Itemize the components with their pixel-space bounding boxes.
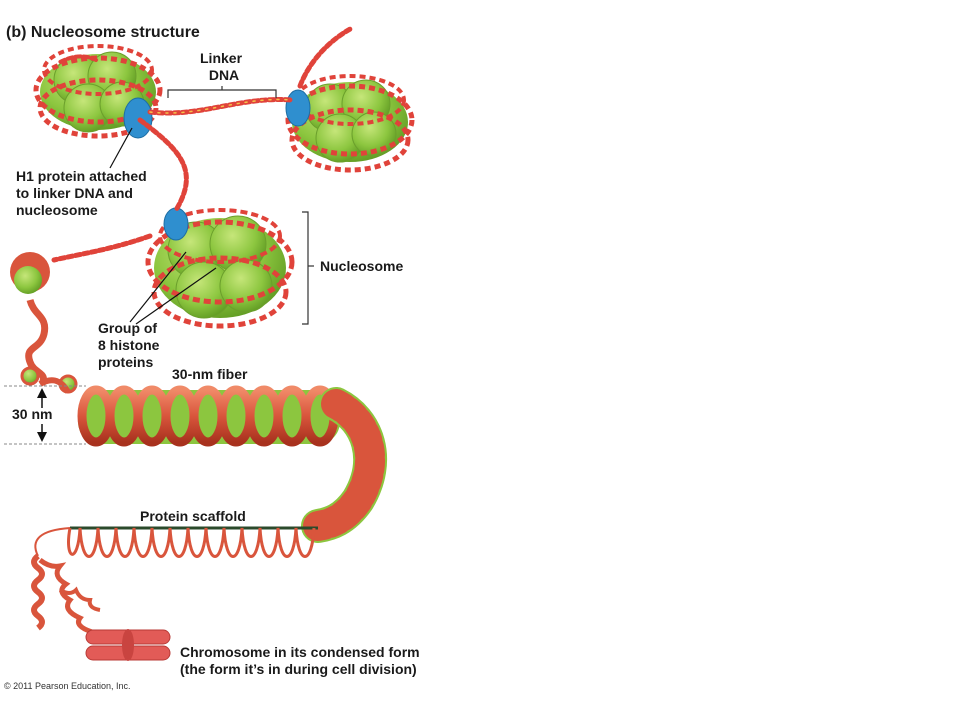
condensing-chromatin [31,527,101,635]
30nm-label: 30 nm [12,406,53,422]
h1-protein [123,97,153,139]
scaffold-label: Protein scaffold [140,508,246,524]
chromosome [85,629,171,661]
linker-bracket [167,89,277,98]
histone-label-line-3: proteins [98,354,154,370]
30nm-fiber [77,385,388,543]
h1-protein-right [285,89,311,127]
copyright-text: © 2011 Pearson Education, Inc. [4,681,131,691]
chromosome-label-line-1: Chromosome in its condensed form [180,644,420,660]
coil-chain [10,252,78,394]
histone-label-line-1: Group of [98,320,158,336]
linker-dna-label-line-1: Linker [200,50,243,66]
30nm-dimension [4,385,86,445]
figure-title: (b) Nucleosome structure [6,24,200,41]
linker-dna-strands [51,25,355,263]
histone-pointer [129,251,187,323]
chromosome-label: Chromosome in its condensed form (the fo… [180,644,420,678]
h1-pointer [109,127,133,169]
histone-group-label: Group of 8 histone proteins [98,320,159,371]
nucleosome-top-right [285,74,415,173]
nucleosome-top-left [33,44,163,139]
protein-scaffold [67,526,318,558]
histone-label-line-2: 8 histone [98,337,160,353]
nucleosome-label: Nucleosome [320,258,404,274]
linker-dna-label: Linker DNA [200,50,242,84]
h1-protein-center [163,207,189,241]
h1-label-line-3: nucleosome [16,202,98,218]
h1-label-line-1: H1 protein attached [16,168,147,184]
nucleosome-bracket [302,211,309,325]
h1-protein-label: H1 protein attached to linker DNA and nu… [16,168,147,219]
h1-label-line-2: to linker DNA and [16,185,133,201]
chromosome-label-line-2: (the form it’s in during cell division) [180,661,417,677]
fiber-label: 30-nm fiber [172,366,248,382]
linker-dna-label-line-2: DNA [208,67,240,83]
